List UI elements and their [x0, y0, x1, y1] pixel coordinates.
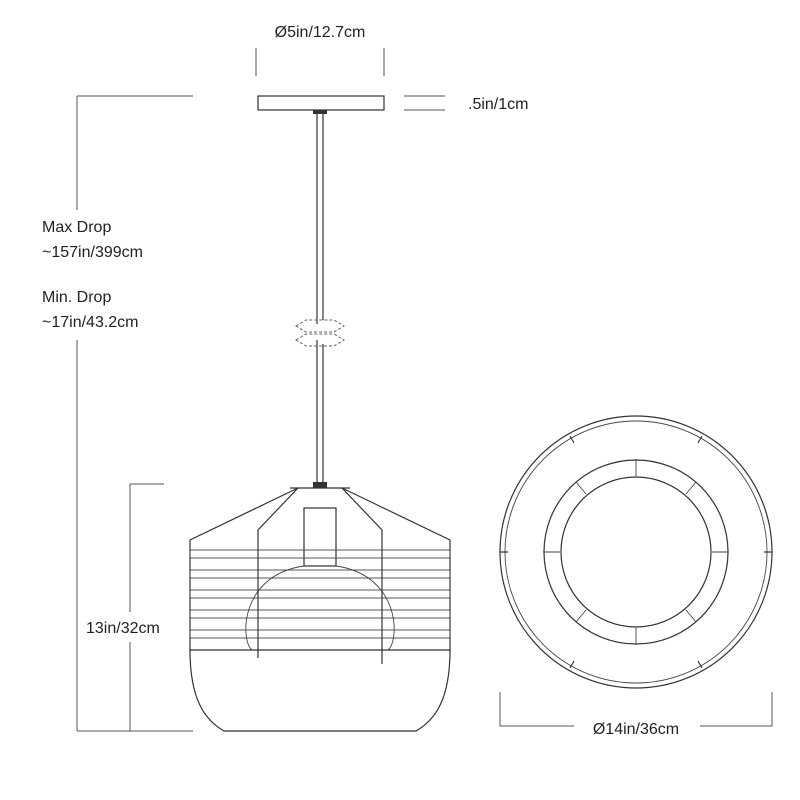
outer-ring [499, 415, 773, 689]
ring-ticks [500, 435, 772, 669]
bulb-outline [245, 565, 395, 651]
cage-ribs [543, 459, 729, 645]
pendant-side-view [189, 487, 451, 732]
socket [303, 507, 337, 567]
canopy-diameter-label: Ø5in/12.7cm [275, 24, 366, 41]
pendant-top-view [499, 415, 773, 689]
glass-shade [189, 649, 451, 732]
min-drop-value: ~17in/43.2cm [42, 314, 139, 331]
cage-bands [189, 549, 451, 639]
canopy-height-dimension: .5in/1cm [404, 95, 528, 113]
max-drop-value: ~157in/399cm [42, 244, 143, 261]
cage-inner-wire-left [257, 487, 299, 658]
fixture-height-dimension: 13in/32cm [86, 483, 164, 732]
fixture-diameter-label: Ø14in/36cm [593, 721, 679, 738]
canopy-height-label: .5in/1cm [468, 96, 528, 113]
canopy-width-dimension: Ø5in/12.7cm [255, 24, 385, 76]
canopy [257, 95, 385, 114]
min-drop-title: Min. Drop [42, 289, 111, 306]
inner-ring [543, 459, 729, 645]
max-drop-title: Max Drop [42, 219, 111, 236]
fixture-height-label: 13in/32cm [86, 620, 160, 637]
opening [560, 476, 712, 628]
suspension-rod [295, 114, 345, 488]
drop-dimension: Max Drop ~157in/399cm Min. Drop ~17in/43… [42, 95, 193, 732]
cage-inner-wire-right [341, 487, 383, 664]
fixture-diameter-dimension: Ø14in/36cm [499, 692, 773, 738]
